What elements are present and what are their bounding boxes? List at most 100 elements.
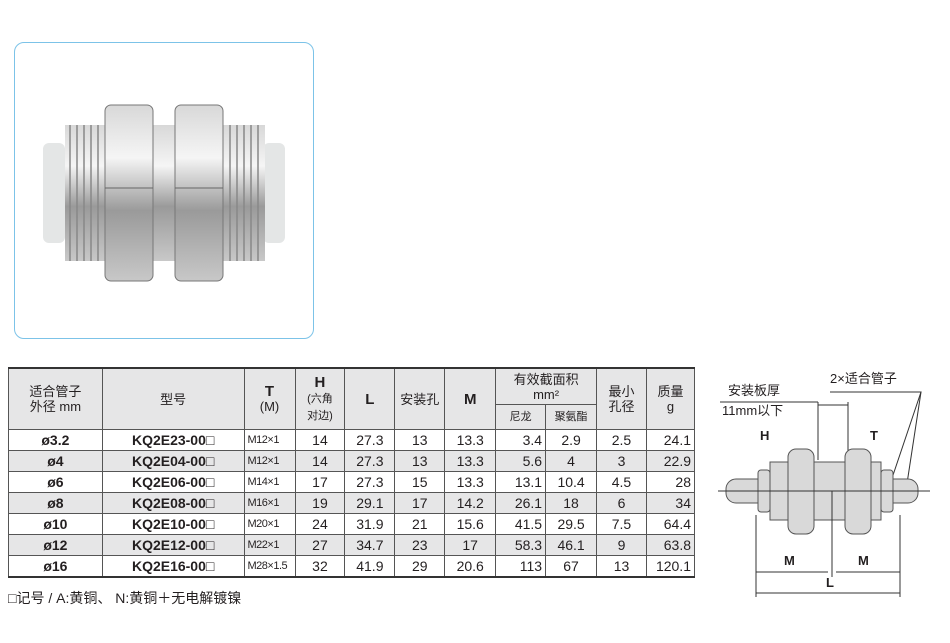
cell-L: 41.9	[344, 555, 396, 578]
cell-nylon: 3.4	[495, 429, 547, 451]
L-label: L	[826, 575, 834, 590]
header-M: M	[444, 367, 497, 430]
cell-nylon: 113	[495, 555, 547, 578]
cell-od: ø8	[8, 492, 103, 514]
cell-bore: 7.5	[596, 513, 647, 535]
cell-model: KQ2E04-00□	[101, 450, 245, 472]
cell-od: ø10	[8, 513, 103, 535]
bulkhead-union-image	[43, 104, 285, 282]
cell-L: 34.7	[344, 534, 396, 556]
cell-M: 13.3	[444, 429, 497, 451]
cell-H: 19	[294, 492, 346, 514]
cell-T: M28×1.5	[243, 555, 296, 578]
cell-od: ø16	[8, 555, 103, 578]
cell-hole: 17	[394, 492, 446, 514]
cell-nylon: 26.1	[495, 492, 547, 514]
header-L: L	[344, 367, 396, 430]
cell-T: M14×1	[243, 471, 296, 493]
plate-value: 11mm以下	[722, 403, 783, 418]
header-H: H(六角对边)	[294, 367, 346, 430]
cell-L: 29.1	[344, 492, 396, 514]
cell-hole: 29	[394, 555, 446, 578]
cell-model: KQ2E06-00□	[101, 471, 245, 493]
cell-urethane: 4	[545, 450, 598, 472]
cell-H: 24	[294, 513, 346, 535]
header-urethane: 聚氨酯	[545, 404, 598, 430]
cell-mass: 64.4	[645, 513, 696, 535]
header-min-bore: 最小孔径	[596, 367, 647, 430]
cell-nylon: 58.3	[495, 534, 547, 556]
cell-M: 14.2	[444, 492, 497, 514]
cell-L: 27.3	[344, 429, 396, 451]
cell-H: 32	[294, 555, 346, 578]
cell-od: ø12	[8, 534, 103, 556]
cell-bore: 4.5	[596, 471, 647, 493]
cell-nylon: 5.6	[495, 450, 547, 472]
product-photo	[14, 42, 314, 339]
cell-bore: 13	[596, 555, 647, 578]
cell-T: M22×1	[243, 534, 296, 556]
header-hole: 安装孔	[394, 367, 446, 430]
header-model: 型号	[101, 367, 245, 430]
cell-urethane: 18	[545, 492, 598, 514]
cell-model: KQ2E10-00□	[101, 513, 245, 535]
cell-H: 27	[294, 534, 346, 556]
cell-urethane: 10.4	[545, 471, 598, 493]
M-label-left: M	[784, 553, 795, 568]
cell-urethane: 2.9	[545, 429, 598, 451]
cell-T: M12×1	[243, 450, 296, 472]
cell-hole: 23	[394, 534, 446, 556]
cell-T: M16×1	[243, 492, 296, 514]
cell-mass: 24.1	[645, 429, 696, 451]
cell-nylon: 41.5	[495, 513, 547, 535]
cell-M: 20.6	[444, 555, 497, 578]
cell-H: 14	[294, 450, 346, 472]
cell-mass: 63.8	[645, 534, 696, 556]
cell-M: 13.3	[444, 471, 497, 493]
cell-od: ø3.2	[8, 429, 103, 451]
cell-mass: 120.1	[645, 555, 696, 578]
cell-model: KQ2E08-00□	[101, 492, 245, 514]
M-label-right: M	[858, 553, 869, 568]
plate-label: 安装板厚	[728, 383, 780, 398]
cell-mass: 28	[645, 471, 696, 493]
header-T: T(M)	[243, 367, 296, 430]
cell-mass: 22.9	[645, 450, 696, 472]
T-label: T	[870, 428, 878, 443]
H-label: H	[760, 428, 769, 443]
cell-bore: 2.5	[596, 429, 647, 451]
cell-model: KQ2E16-00□	[101, 555, 245, 578]
cell-bore: 9	[596, 534, 647, 556]
header-tube-od: 适合管子外径 mm	[8, 367, 103, 430]
cell-T: M12×1	[243, 429, 296, 451]
cell-nylon: 13.1	[495, 471, 547, 493]
cell-M: 13.3	[444, 450, 497, 472]
cell-model: KQ2E23-00□	[101, 429, 245, 451]
cell-mass: 34	[645, 492, 696, 514]
cell-od: ø6	[8, 471, 103, 493]
cell-M: 17	[444, 534, 497, 556]
cell-L: 27.3	[344, 471, 396, 493]
cell-hole: 13	[394, 450, 446, 472]
cell-urethane: 46.1	[545, 534, 598, 556]
footnote: □记号 / A:黄铜、 N:黄铜＋无电解镀镍	[8, 590, 242, 606]
cell-H: 14	[294, 429, 346, 451]
cell-T: M20×1	[243, 513, 296, 535]
cell-hole: 13	[394, 429, 446, 451]
cell-model: KQ2E12-00□	[101, 534, 245, 556]
cell-urethane: 29.5	[545, 513, 598, 535]
cell-hole: 15	[394, 471, 446, 493]
cell-M: 15.6	[444, 513, 497, 535]
cell-bore: 3	[596, 450, 647, 472]
header-nylon: 尼龙	[495, 404, 547, 430]
cell-od: ø4	[8, 450, 103, 472]
tube-label: 2×适合管子	[830, 371, 897, 386]
